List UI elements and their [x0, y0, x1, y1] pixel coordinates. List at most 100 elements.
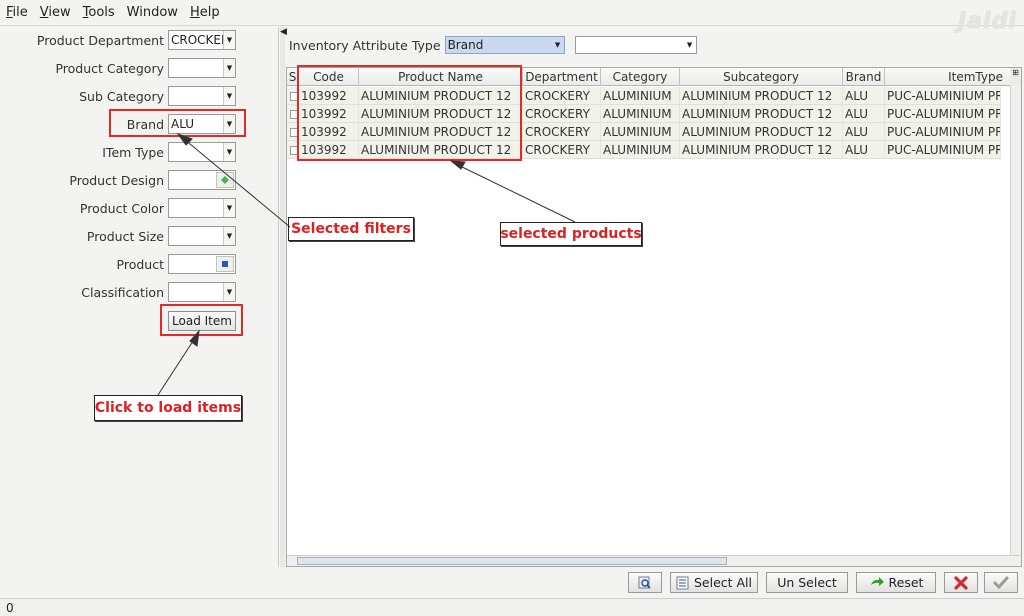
unselect-button[interactable]: Un Select [766, 572, 848, 593]
attribute-value-combo[interactable]: ▼ [574, 36, 697, 54]
cell-category: ALUMINIUM [601, 123, 680, 141]
table-row[interactable]: 103992 ALUMINIUM PRODUCT 12 CROCKERY ALU… [287, 105, 1001, 123]
product-size-combo[interactable]: ▼ [168, 226, 236, 246]
refresh-arrow-icon [870, 576, 884, 586]
cell-brand: ALU [843, 105, 885, 123]
item-type-label: ITem Type [102, 144, 164, 160]
menu-help[interactable]: Help [189, 5, 220, 20]
cell-department: CROCKERY [523, 123, 601, 141]
item-type-combo[interactable]: ▼ [168, 142, 236, 162]
callout-click-to-load: Click to load items [94, 395, 242, 421]
col-product-name[interactable]: Product Name [359, 68, 523, 86]
cancel-button[interactable] [944, 572, 978, 593]
col-subcategory[interactable]: Subcategory [680, 68, 843, 86]
menu-tools[interactable]: Tools [82, 5, 115, 20]
classification-combo[interactable]: ▼ [168, 282, 236, 302]
chevron-down-icon[interactable]: ▼ [223, 115, 235, 133]
cell-department: CROCKERY [523, 141, 601, 159]
menu-window[interactable]: Window [126, 5, 178, 20]
cell-subcategory: ALUMINIUM PRODUCT 12 [680, 87, 843, 105]
chevron-down-icon[interactable]: ▼ [223, 199, 235, 217]
confirm-button[interactable] [984, 572, 1018, 593]
filter-row-design: Product Design [0, 169, 279, 191]
product-color-combo[interactable]: ▼ [168, 198, 236, 218]
sub-category-combo[interactable]: ▼ [168, 86, 236, 106]
square-icon[interactable] [216, 256, 234, 272]
cell-brand: ALU [843, 123, 885, 141]
cell-code: 103992 [299, 105, 359, 123]
products-highlight-box [297, 65, 522, 161]
product-department-label: Product Department [36, 32, 164, 48]
products-grid: S Code Product Name Department Category … [286, 67, 1022, 567]
select-all-icon [676, 576, 689, 589]
bottom-toolbar: Select All Un Select Reset [0, 570, 1024, 596]
callout-selected-filters: Selected filters [288, 217, 414, 241]
cell-subcategory: ALUMINIUM PRODUCT 12 [680, 105, 843, 123]
status-bar: 0 [0, 598, 1024, 616]
cell-item-type: PUC-ALUMINIUM PRO [887, 87, 1001, 105]
magnifier-icon [638, 576, 651, 589]
filter-row-brand: Brand ALU ▼ [0, 113, 279, 135]
chevron-down-icon[interactable]: ▼ [686, 41, 693, 49]
panel-splitter[interactable]: ◀ [280, 27, 287, 567]
product-picker[interactable] [168, 254, 236, 274]
filter-row-classification: Classification ▼ [0, 281, 279, 303]
chevron-down-icon[interactable]: ▼ [223, 87, 235, 105]
attribute-type-combo[interactable]: Brand ▼ [444, 36, 565, 54]
chevron-down-icon[interactable]: ▼ [223, 227, 235, 245]
filter-panel: Product Department CROCKERY ▼ Product Ca… [0, 27, 279, 567]
menu-view[interactable]: View [39, 5, 71, 20]
filter-row-department: Product Department CROCKERY ▼ [0, 29, 279, 51]
horizontal-scroll-thumb[interactable] [297, 557, 727, 565]
cell-category: ALUMINIUM [601, 141, 680, 159]
chevron-down-icon[interactable]: ▼ [223, 283, 235, 301]
chevron-down-icon[interactable]: ▼ [223, 59, 235, 77]
attribute-type-label: Inventory Attribute Type [289, 37, 441, 53]
table-row[interactable]: 103992 ALUMINIUM PRODUCT 12 CROCKERY ALU… [287, 87, 1001, 105]
vertical-scrollbar[interactable] [1010, 86, 1021, 556]
reset-button[interactable]: Reset [856, 572, 936, 593]
menu-bar: File View Tools Window Help [0, 0, 1024, 26]
sub-category-label: Sub Category [79, 88, 164, 104]
column-chooser-icon[interactable]: ⊞ [1010, 68, 1021, 86]
brand-combo[interactable]: ALU ▼ [168, 114, 236, 134]
horizontal-scrollbar[interactable] [287, 555, 1021, 566]
cell-item-type: PUC-ALUMINIUM PRO [887, 123, 1001, 141]
select-all-button[interactable]: Select All [670, 572, 758, 593]
results-panel: Inventory Attribute Type Brand ▼ ▼ S Cod… [286, 27, 1024, 567]
cell-code: 103992 [299, 123, 359, 141]
product-category-combo[interactable]: ▼ [168, 58, 236, 78]
col-brand[interactable]: Brand [843, 68, 885, 86]
filter-row-size: Product Size ▼ [0, 225, 279, 247]
chevron-down-icon[interactable]: ▼ [554, 41, 561, 49]
select-all-label: Select All [693, 575, 753, 590]
filter-row-color: Product Color ▼ [0, 197, 279, 219]
collapse-arrow-icon[interactable]: ◀ [280, 27, 287, 37]
product-department-value: CROCKERY [171, 33, 223, 47]
col-code[interactable]: Code [299, 68, 359, 86]
load-item-button[interactable]: Load Item [168, 311, 236, 331]
chevron-down-icon[interactable]: ▼ [223, 143, 235, 161]
product-department-combo[interactable]: CROCKERY ▼ [168, 30, 236, 50]
cell-code: 103992 [299, 141, 359, 159]
col-department[interactable]: Department [523, 68, 601, 86]
cell-category: ALUMINIUM [601, 105, 680, 123]
reset-label: Reset [888, 575, 924, 590]
cell-department: CROCKERY [523, 105, 601, 123]
product-design-picker[interactable] [168, 170, 236, 190]
diamond-icon[interactable] [216, 172, 234, 188]
menu-file[interactable]: File [6, 5, 28, 20]
col-category[interactable]: Category [601, 68, 680, 86]
cell-product-name: ALUMINIUM PRODUCT 12 [359, 105, 523, 123]
check-icon [993, 576, 1009, 589]
search-button[interactable] [628, 572, 662, 593]
table-row[interactable]: 103992 ALUMINIUM PRODUCT 12 CROCKERY ALU… [287, 141, 1001, 159]
col-item-type[interactable]: ItemType [885, 68, 1012, 86]
chevron-down-icon[interactable]: ▼ [223, 31, 235, 49]
filter-row-product: Product [0, 253, 279, 275]
filter-row-category: Product Category ▼ [0, 57, 279, 79]
cell-subcategory: ALUMINIUM PRODUCT 12 [680, 141, 843, 159]
cell-category: ALUMINIUM [601, 87, 680, 105]
attribute-type-row: Inventory Attribute Type Brand ▼ ▼ [289, 35, 697, 55]
table-row[interactable]: 103992 ALUMINIUM PRODUCT 12 CROCKERY ALU… [287, 123, 1001, 141]
